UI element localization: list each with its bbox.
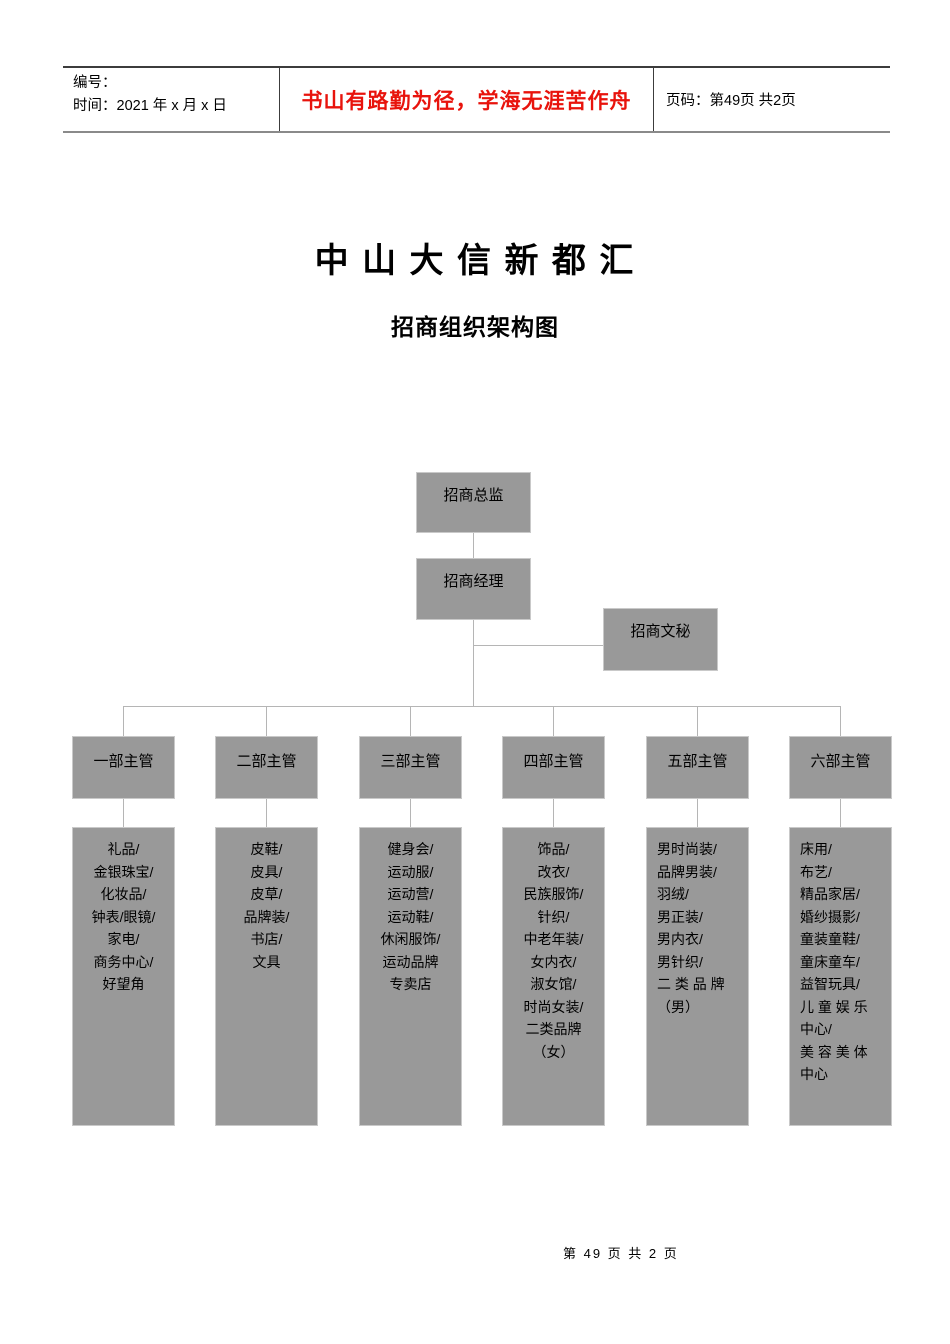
category-line: 礼品/ xyxy=(107,841,140,857)
org-box-dept1-head: 一部主管 xyxy=(72,736,175,799)
category-list-dept5: 男时尚装/品牌男装/羽绒/男正装/男内衣/男针织/二 类 品 牌 （男） xyxy=(646,827,749,1126)
category-line: 文具 xyxy=(252,953,281,970)
category-line: 精品家居/ xyxy=(800,886,860,902)
connector-stub-top-dept2 xyxy=(266,706,267,736)
header-cell-page: 页码：第49页 共2页 xyxy=(654,68,890,131)
connector-manager-trunk xyxy=(473,620,474,706)
org-box-dept6-head: 六部主管 xyxy=(789,736,892,799)
category-line: 休闲服饰/ xyxy=(380,931,441,947)
category-line: 淑女馆/ xyxy=(530,976,577,992)
category-line: 二 类 品 牌 xyxy=(657,976,725,992)
org-box-director: 招商总监 xyxy=(416,472,531,533)
connector-stub-bottom-dept3 xyxy=(410,799,411,827)
category-line: 好望角 xyxy=(102,976,145,992)
category-line: 皮鞋/ xyxy=(250,841,283,857)
org-box-dept5-head: 五部主管 xyxy=(646,736,749,799)
connector-stub-bottom-dept6 xyxy=(840,799,841,827)
category-line: 益智玩具/ xyxy=(800,976,860,992)
category-line: 健身会/ xyxy=(387,841,434,857)
category-line: 改衣/ xyxy=(537,863,570,880)
connector-stub-top-dept4 xyxy=(553,706,554,736)
category-line: 商务中心/ xyxy=(93,953,154,970)
category-line: 婚纱摄影/ xyxy=(800,908,860,925)
category-line: 家电/ xyxy=(107,931,140,947)
doc-time-label: 时间：2021 年 x 月 x 日 xyxy=(73,98,227,115)
connector-distribution-line xyxy=(123,706,841,707)
category-line: 金银珠宝/ xyxy=(93,863,154,880)
category-line: 针织/ xyxy=(537,908,570,925)
category-line: 中心 xyxy=(800,1066,828,1082)
connector-stub-bottom-dept5 xyxy=(697,799,698,827)
document-title: 中 山 大 信 新 都 汇 xyxy=(314,242,636,280)
org-box-manager: 招商经理 xyxy=(416,558,531,620)
connector-director-manager xyxy=(473,533,474,558)
connector-stub-top-dept3 xyxy=(410,706,411,736)
org-box-dept3-head: 三部主管 xyxy=(359,736,462,799)
category-list-dept1: 礼品/金银珠宝/化妆品/钟表/眼镜/家电/商务中心/好望角 xyxy=(72,827,175,1126)
category-line: 运动服/ xyxy=(387,863,434,880)
category-line: 运动鞋/ xyxy=(387,908,434,925)
category-line: 女内衣/ xyxy=(530,953,577,970)
category-line: 童装童鞋/ xyxy=(800,931,860,947)
org-box-dept4-head: 四部主管 xyxy=(502,736,605,799)
footer-page-number: 第 49 页 共 2 页 xyxy=(563,1246,679,1261)
category-line: 运动营/ xyxy=(387,886,434,902)
category-line: 二类品牌 xyxy=(525,1021,582,1037)
category-line: 男针织/ xyxy=(657,953,703,970)
motto-text: 书山有路勤为径，学海无涯苦作舟 xyxy=(301,89,632,113)
header-cell-meta: 编号： 时间：2021 年 x 月 x 日 xyxy=(63,68,279,131)
category-line: 男内衣/ xyxy=(657,931,703,947)
category-line: 钟表/眼镜/ xyxy=(91,908,156,925)
connector-stub-top-dept6 xyxy=(840,706,841,736)
header-cell-motto: 书山有路勤为径，学海无涯苦作舟 xyxy=(279,68,654,131)
category-line: 羽绒/ xyxy=(657,886,689,902)
category-list-dept2: 皮鞋/皮具/皮草/品牌装/书店/文具 xyxy=(215,827,318,1126)
category-line: 书店/ xyxy=(250,931,283,947)
org-box-dept2-head: 二部主管 xyxy=(215,736,318,799)
category-line: 中老年装/ xyxy=(523,931,584,947)
connector-stub-top-dept1 xyxy=(123,706,124,736)
connector-stub-bottom-dept2 xyxy=(266,799,267,827)
document-subtitle: 招商组织架构图 xyxy=(391,314,559,340)
category-line: 品牌装/ xyxy=(243,908,290,925)
category-line: 童床童车/ xyxy=(800,953,860,970)
category-line: 男时尚装/ xyxy=(657,841,717,857)
category-line: 专卖店 xyxy=(389,976,432,992)
category-line: 儿 童 娱 乐 xyxy=(800,998,868,1015)
category-line: 饰品/ xyxy=(537,841,570,857)
doc-number-label: 编号： xyxy=(73,75,117,91)
category-line: 美 容 美 体 xyxy=(800,1043,868,1060)
category-line: 化妆品/ xyxy=(100,886,147,902)
category-line: 男正装/ xyxy=(657,908,703,925)
connector-stub-top-dept5 xyxy=(697,706,698,736)
category-line: 民族服饰/ xyxy=(523,886,584,902)
category-line: 布艺/ xyxy=(800,863,832,880)
category-line: 运动品牌 xyxy=(382,953,439,970)
category-list-dept6: 床用/布艺/精品家居/婚纱摄影/童装童鞋/童床童车/益智玩具/儿 童 娱 乐中心… xyxy=(789,827,892,1126)
category-line: （男） xyxy=(657,998,699,1015)
category-line: 床用/ xyxy=(800,841,832,857)
category-line: 中心/ xyxy=(800,1021,832,1037)
header-table: 编号： 时间：2021 年 x 月 x 日 书山有路勤为径，学海无涯苦作舟 页码… xyxy=(63,66,890,133)
category-line: 品牌男装/ xyxy=(657,863,717,880)
category-list-dept3: 健身会/运动服/运动营/运动鞋/休闲服饰/运动品牌专卖店 xyxy=(359,827,462,1126)
connector-stub-bottom-dept1 xyxy=(123,799,124,827)
category-line: 皮具/ xyxy=(250,863,283,880)
category-line: （女） xyxy=(532,1043,575,1060)
category-list-dept4: 饰品/改衣/民族服饰/针织/中老年装/女内衣/淑女馆/时尚女装/二类品牌 （女） xyxy=(502,827,605,1126)
category-line: 皮草/ xyxy=(250,886,283,902)
connector-secretary-branch xyxy=(474,645,603,646)
org-box-secretary: 招商文秘 xyxy=(603,608,718,671)
connector-stub-bottom-dept4 xyxy=(553,799,554,827)
page-number-label: 页码：第49页 共2页 xyxy=(666,93,796,109)
category-line: 时尚女装/ xyxy=(523,998,584,1015)
